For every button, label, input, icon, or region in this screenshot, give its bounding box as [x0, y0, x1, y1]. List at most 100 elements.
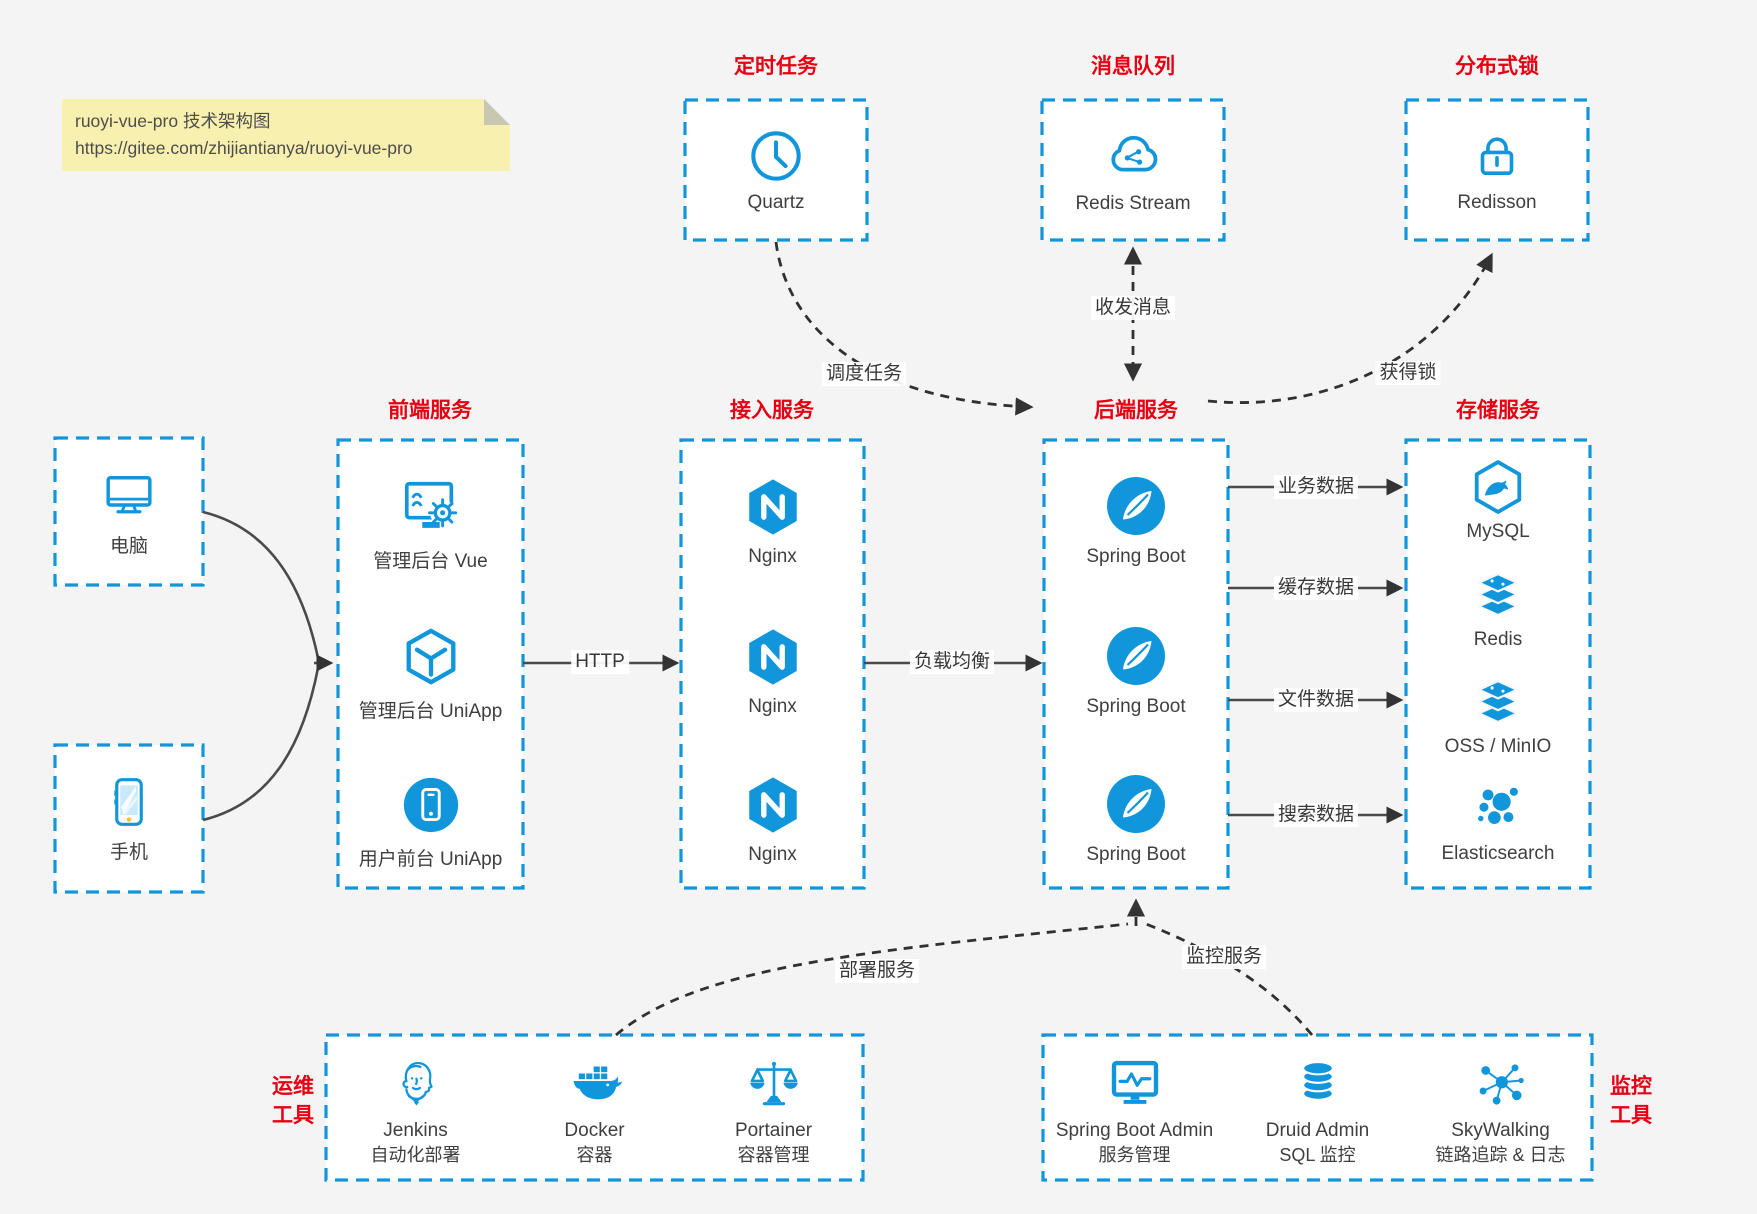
node-skywalking: SkyWalking 链路追踪 & 日志: [1409, 1035, 1592, 1180]
monitor-tools-title-line1: 监控: [1610, 1075, 1652, 1098]
node-mysql: MySQL: [1406, 458, 1590, 543]
edge-label-schedule: 调度任务: [821, 362, 907, 386]
node-druid-desc: SQL 监控: [1279, 1145, 1356, 1165]
node-quartz: Quartz: [685, 100, 867, 240]
title-access-services: 接入服务: [730, 399, 814, 422]
skywalking-icon: [1473, 1056, 1529, 1112]
node-admin-uniapp: 管理后台 UniApp: [338, 626, 523, 723]
node-user-uniapp-label: 用户前台 UniApp: [358, 849, 503, 870]
node-redisson-label: Redisson: [1457, 191, 1537, 213]
node-redis: Redis: [1406, 566, 1590, 651]
node-jenkins-name: Jenkins: [383, 1120, 448, 1141]
lock-icon: [1468, 127, 1526, 185]
nginx-icon: [742, 774, 804, 836]
edge-label-business-data: 业务数据: [1273, 475, 1359, 499]
node-nginx-2: Nginx: [681, 626, 864, 718]
node-springboot-1-label: Spring Boot: [1086, 546, 1186, 567]
edge-label-search-data: 搜索数据: [1273, 803, 1359, 827]
node-sba-desc: 服务管理: [1098, 1145, 1171, 1165]
ops-tools-title: 运维 工具: [272, 1072, 314, 1130]
node-druid-name: Druid Admin: [1265, 1120, 1370, 1141]
node-druid-admin: Druid Admin SQL 监控: [1226, 1035, 1409, 1180]
node-nginx-1-label: Nginx: [748, 546, 797, 567]
node-portainer-name: Portainer: [734, 1120, 813, 1141]
spring-boot-admin-icon: [1107, 1056, 1163, 1112]
node-springboot-2-label: Spring Boot: [1086, 696, 1186, 717]
spring-boot-icon: [1104, 474, 1168, 538]
note-title: ruoyi-vue-pro 技术架构图: [75, 111, 271, 131]
node-docker-name: Docker: [564, 1120, 625, 1141]
uniapp-cube-icon: [400, 626, 462, 688]
ops-tools-title-line2: 工具: [272, 1104, 314, 1127]
note-url: https://gitee.com/zhijiantianya/ruoyi-vu…: [75, 138, 413, 158]
oss-minio-icon: [1469, 673, 1527, 731]
edge-label-cache-data: 缓存数据: [1273, 576, 1359, 600]
node-redisson: Redisson: [1406, 100, 1588, 240]
edge-label-deploy: 部署服务: [834, 959, 920, 983]
edge-computer-to-frontend: [202, 510, 320, 659]
ops-tools-box: Jenkins 自动化部署 Docker 容器 Portainer 容器管理: [326, 1035, 863, 1180]
node-admin-vue-label: 管理后台 Vue: [373, 551, 488, 572]
node-user-uniapp: 用户前台 UniApp: [338, 774, 523, 871]
node-jenkins-desc: 自动化部署: [370, 1145, 461, 1165]
node-mysql-label: MySQL: [1466, 521, 1530, 542]
node-nginx-2-label: Nginx: [748, 696, 797, 717]
node-admin-uniapp-label: 管理后台 UniApp: [358, 701, 503, 722]
node-elasticsearch: Elasticsearch: [1406, 780, 1590, 865]
user-app-icon: [400, 774, 462, 836]
cloud-stream-icon: [1103, 126, 1163, 186]
sticky-note: ruoyi-vue-pro 技术架构图 https://gitee.com/zh…: [62, 99, 510, 171]
node-nginx-3: Nginx: [681, 774, 864, 866]
node-springboot-3: Spring Boot: [1044, 772, 1228, 866]
node-springboot-1: Spring Boot: [1044, 474, 1228, 568]
monitor-tools-title-line2: 工具: [1610, 1104, 1652, 1127]
node-oss-minio: OSS / MinIO: [1406, 673, 1590, 758]
node-springboot-2: Spring Boot: [1044, 624, 1228, 718]
title-storage-services: 存储服务: [1456, 399, 1540, 422]
clock-icon: [747, 127, 805, 185]
edge-schedule-task: [774, 241, 1034, 416]
elasticsearch-icon: [1469, 780, 1527, 838]
node-docker-desc: 容器: [576, 1145, 613, 1165]
node-springboot-3-label: Spring Boot: [1086, 844, 1186, 865]
node-jenkins: Jenkins 自动化部署: [326, 1035, 505, 1180]
title-message-queue: 消息队列: [1091, 55, 1175, 78]
title-frontend-services: 前端服务: [388, 399, 472, 422]
edge-phone-to-frontend: [202, 667, 320, 822]
node-skywalking-desc: 链路追踪 & 日志: [1435, 1145, 1566, 1165]
node-admin-vue: 管理后台 Vue: [338, 476, 523, 573]
edge-label-messages: 收发消息: [1090, 296, 1176, 320]
computer-icon: [100, 466, 158, 524]
node-redis-stream-label: Redis Stream: [1075, 192, 1191, 214]
node-computer: 电脑: [55, 438, 203, 585]
nginx-icon: [742, 476, 804, 538]
edge-acquire-lock: [1207, 252, 1493, 404]
redis-icon: [1469, 566, 1527, 624]
node-portainer-desc: 容器管理: [737, 1145, 810, 1165]
node-quartz-label: Quartz: [747, 191, 805, 213]
node-sba-name: Spring Boot Admin: [1055, 1120, 1214, 1141]
admin-vue-icon: [400, 476, 462, 538]
node-redis-label: Redis: [1473, 629, 1523, 650]
node-redis-stream: Redis Stream: [1042, 100, 1224, 240]
monitor-tools-box: Spring Boot Admin 服务管理 Druid Admin SQL 监…: [1043, 1035, 1592, 1180]
title-backend-services: 后端服务: [1094, 399, 1178, 422]
ops-tools-title-line1: 运维: [272, 1075, 314, 1098]
node-phone-label: 手机: [109, 841, 148, 863]
node-spring-boot-admin: Spring Boot Admin 服务管理: [1043, 1035, 1226, 1180]
node-nginx-1: Nginx: [681, 476, 864, 568]
database-icon: [1290, 1056, 1346, 1112]
spring-boot-icon: [1104, 624, 1168, 688]
edge-label-acquire-lock: 获得锁: [1375, 361, 1441, 385]
node-skywalking-name: SkyWalking: [1451, 1120, 1550, 1141]
node-portainer: Portainer 容器管理: [684, 1035, 863, 1180]
edge-label-http: HTTP: [571, 650, 629, 674]
node-oss-minio-label: OSS / MinIO: [1444, 736, 1552, 757]
jenkins-icon: [388, 1056, 444, 1112]
title-distributed-lock: 分布式锁: [1455, 55, 1539, 78]
node-elasticsearch-label: Elasticsearch: [1441, 843, 1555, 864]
title-scheduled-tasks: 定时任务: [734, 55, 818, 78]
nginx-icon: [742, 626, 804, 688]
edge-label-monitor: 监控服务: [1181, 945, 1267, 969]
